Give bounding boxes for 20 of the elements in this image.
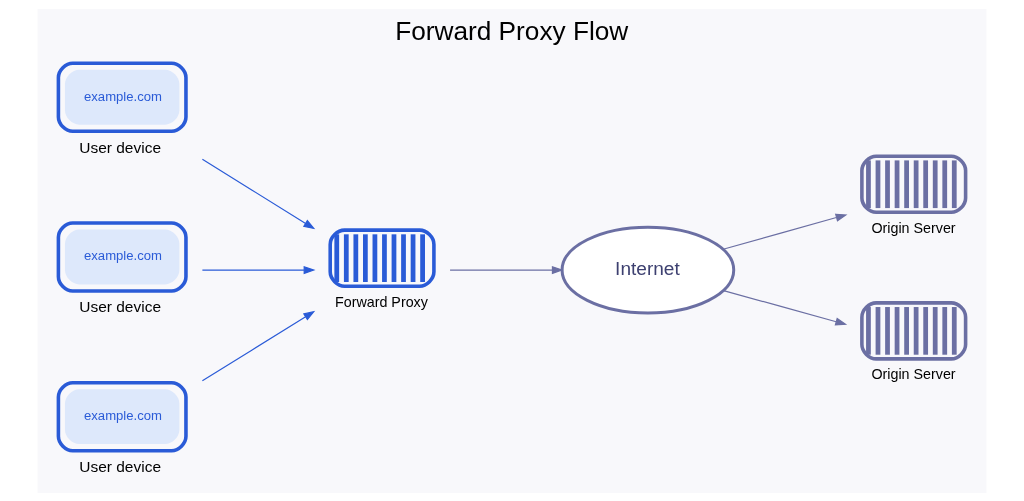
arrow	[722, 289, 848, 326]
node-ellipse: Internet	[560, 225, 736, 314]
node-label: User device	[79, 138, 162, 156]
node-box	[328, 227, 436, 288]
arrow	[449, 265, 564, 274]
diagram-title: Forward Proxy Flow	[395, 15, 629, 46]
node-box: example.com	[56, 220, 188, 293]
node-box: example.com	[56, 380, 188, 452]
node-label: Forward Proxy	[334, 293, 428, 310]
arrow	[201, 265, 316, 274]
node-label: Origin Server	[871, 365, 956, 382]
node-box	[860, 300, 968, 361]
arrow	[201, 158, 316, 229]
node-label: User device	[79, 297, 162, 315]
node-box	[860, 153, 968, 214]
arrow	[722, 213, 848, 250]
node-label: Origin Server	[871, 219, 956, 236]
node-label: User device	[79, 457, 162, 475]
node-box: example.com	[56, 60, 188, 133]
arrow	[201, 310, 316, 381]
